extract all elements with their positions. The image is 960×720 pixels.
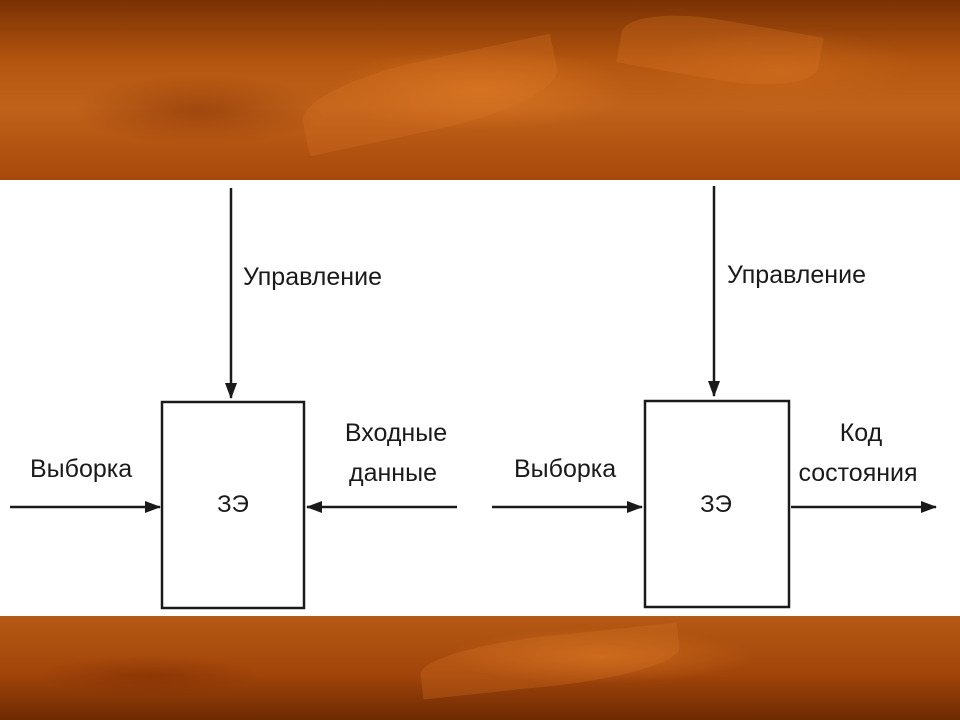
right-control-label: Управление <box>727 261 866 289</box>
bottom-decorative-band <box>0 616 960 720</box>
left-box-label: ЗЭ <box>217 491 249 518</box>
right-sample-label: Выборка <box>514 455 616 483</box>
left-sample-label: Выборка <box>30 455 132 483</box>
left-storage-element: Управление ЗЭ Выборка Входные данные <box>10 188 457 610</box>
left-input-label-line1: Входные <box>345 419 447 447</box>
right-box-label: ЗЭ <box>700 491 732 518</box>
right-output-label-line1: Код <box>840 419 883 447</box>
right-storage-element: Управление ЗЭ Выборка Код состояния <box>492 186 937 609</box>
left-storage-box <box>160 400 306 610</box>
left-control-label: Управление <box>243 263 382 291</box>
top-decorative-band <box>0 0 960 180</box>
diagram-panel <box>0 180 960 616</box>
right-output-label-line2: состояния <box>798 459 917 487</box>
right-storage-box <box>643 399 791 609</box>
left-input-label-line2: данные <box>349 459 437 487</box>
